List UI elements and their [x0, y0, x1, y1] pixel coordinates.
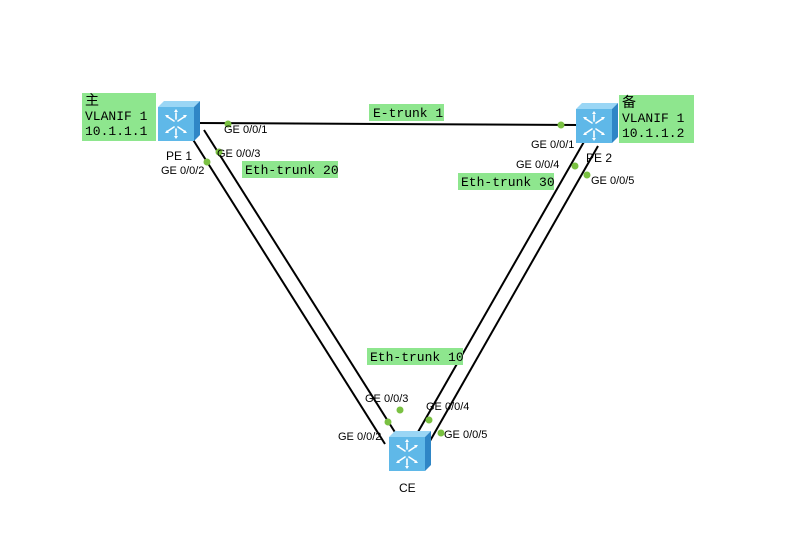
port-dot-pe1-g3[interactable] — [215, 148, 223, 156]
device-pe1[interactable]: PE 1 — [157, 100, 201, 163]
device-label-pe1: PE 1 — [166, 149, 192, 163]
port-label-pe2-g5: GE 0/0/5 — [591, 175, 634, 187]
device-ce[interactable]: CE — [388, 430, 432, 495]
trunk-label-e-trunk: E-trunk 1 — [369, 104, 444, 121]
port-dot-ce-g3[interactable] — [396, 406, 404, 414]
port-label-ce-g2: GE 0/0/2 — [338, 431, 381, 443]
vlanif-label-pe1: VLANIF 1 — [85, 109, 148, 124]
svg-text:Eth-trunk 20: Eth-trunk 20 — [245, 163, 339, 178]
trunk-label-eth30: Eth-trunk 30 — [458, 173, 555, 190]
port-dot-ce-g2[interactable] — [384, 418, 392, 426]
port-label-ce-g4: GE 0/0/4 — [426, 401, 469, 413]
port-dot-pe1-g1[interactable] — [224, 120, 232, 128]
port-dots — [203, 120, 591, 437]
port-label-ce-g3: GE 0/0/3 — [365, 393, 408, 405]
port-dot-pe2-g5[interactable] — [583, 171, 591, 179]
link-pe1-pe2[interactable] — [195, 122, 579, 126]
link-pe1-ce-a[interactable] — [203, 129, 399, 438]
port-dot-pe2-g4[interactable] — [571, 162, 579, 170]
link-pe2-ce-b[interactable] — [421, 145, 599, 456]
switch-icon — [575, 102, 619, 144]
link-pe1-ce-b[interactable] — [191, 137, 386, 445]
port-label-pe2-g1: GE 0/0/1 — [531, 139, 574, 151]
svg-text:Eth-trunk 10: Eth-trunk 10 — [370, 350, 464, 365]
port-label-pe1-g1: GE 0/0/1 — [224, 124, 267, 136]
port-dot-ce-g5[interactable] — [437, 429, 445, 437]
port-dot-pe1-g2[interactable] — [203, 158, 211, 166]
port-label-pe1-g2: GE 0/0/2 — [161, 165, 204, 177]
port-label-pe1-g3: GE 0/0/3 — [217, 148, 260, 160]
trunk-label-eth20: Eth-trunk 20 — [242, 161, 339, 178]
port-labels: GE 0/0/1 GE 0/0/3 GE 0/0/2 GE 0/0/1 GE 0… — [161, 124, 634, 443]
vlanif-box-pe2: 备 VLANIF 1 10.1.1.2 — [619, 94, 694, 143]
ip-label-pe1: 10.1.1.1 — [85, 124, 148, 139]
svg-text:Eth-trunk 30: Eth-trunk 30 — [461, 175, 555, 190]
trunk-label-eth10: Eth-trunk 10 — [367, 348, 464, 365]
device-label-ce: CE — [399, 481, 416, 495]
device-label-pe2: PE 2 — [586, 151, 612, 165]
port-dot-ce-g4[interactable] — [425, 416, 433, 424]
port-dot-pe2-g1[interactable] — [557, 121, 565, 129]
vlanif-box-pe1: 主 VLANIF 1 10.1.1.1 — [82, 93, 156, 141]
switch-icon — [157, 100, 201, 142]
ip-label-pe2: 10.1.1.2 — [622, 126, 684, 141]
switch-icon — [388, 430, 432, 472]
role-label-pe1: 主 — [85, 93, 99, 109]
vlanif-label-pe2: VLANIF 1 — [622, 111, 685, 126]
port-label-ce-g5: GE 0/0/5 — [444, 429, 487, 441]
link-pe2-ce-a[interactable] — [409, 139, 586, 447]
svg-text:E-trunk 1: E-trunk 1 — [373, 106, 443, 121]
role-label-pe2: 备 — [622, 94, 636, 111]
port-label-pe2-g4: GE 0/0/4 — [516, 159, 559, 171]
links — [191, 122, 599, 456]
device-pe2[interactable]: PE 2 — [575, 102, 619, 165]
